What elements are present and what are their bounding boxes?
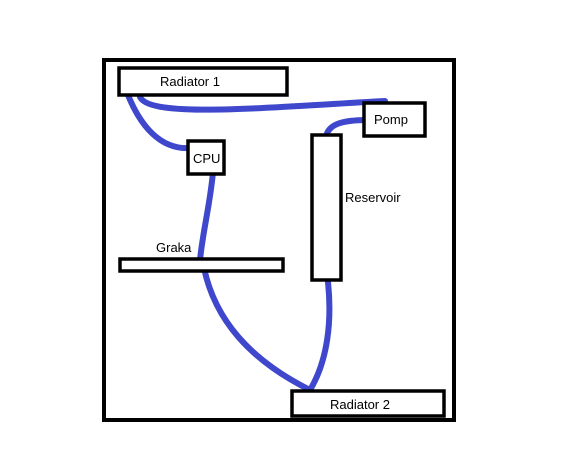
reservoir: Reservoir — [310, 133, 401, 282]
tube-cpu-to-graka — [197, 169, 216, 263]
cpu: CPU — [186, 139, 226, 176]
tube-radiator1-to-cpu — [125, 92, 193, 152]
graka-box — [118, 257, 285, 273]
reservoir-box — [310, 133, 343, 282]
pomp-label: Pomp — [374, 112, 408, 127]
graka: Graka — [118, 240, 285, 273]
pomp-box — [362, 101, 427, 138]
radiator-2: Radiator 2 — [290, 389, 446, 418]
radiator-1-label: Radiator 1 — [160, 74, 220, 89]
tube-graka-to-radiator2 — [201, 265, 313, 393]
radiator-2-label: Radiator 2 — [330, 397, 390, 412]
cpu-label: CPU — [193, 151, 220, 166]
pomp: Pomp — [362, 101, 427, 138]
radiator-1: Radiator 1 — [117, 66, 289, 97]
reservoir-label: Reservoir — [345, 190, 401, 205]
radiator-1-box — [117, 66, 289, 97]
graka-label: Graka — [156, 240, 192, 255]
tube-radiator1-to-pomp — [137, 94, 388, 113]
cpu-box — [186, 139, 226, 176]
tube-reservoir-to-radiator2 — [307, 279, 333, 393]
radiator-2-box — [290, 389, 446, 418]
